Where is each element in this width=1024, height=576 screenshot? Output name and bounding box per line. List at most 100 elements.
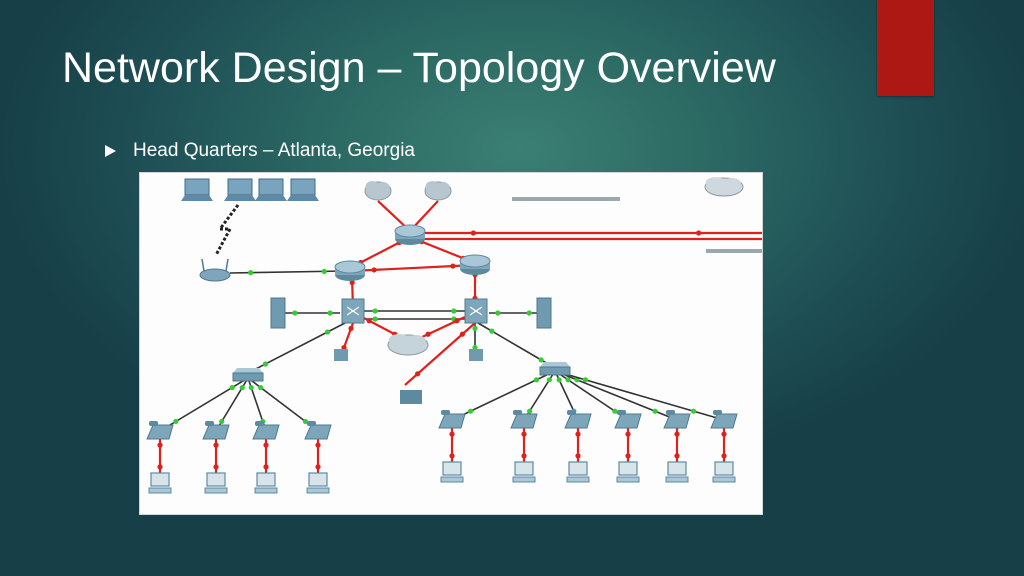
link-status-dot (321, 268, 327, 274)
slide-title: Network Design – Topology Overview (62, 44, 776, 92)
link-status-dot (341, 345, 347, 351)
link-status-dot (213, 442, 219, 448)
link-status-dot (263, 464, 269, 470)
ip-phone-icon (146, 421, 174, 440)
link-status-dot (582, 377, 589, 383)
link-status-dot (674, 431, 680, 437)
link-status-dot (454, 318, 460, 324)
link-status-dot (425, 331, 431, 337)
link-status-dot (652, 408, 658, 414)
link-status-dot (472, 345, 478, 351)
desktop-pc-icon (616, 461, 640, 483)
ip-phone-icon (710, 410, 738, 429)
desktop-pc-icon (712, 461, 736, 483)
link-status-dot (372, 308, 378, 314)
router-icon (334, 260, 366, 281)
link-status-dot (219, 418, 225, 425)
link-status-dot (157, 464, 163, 470)
link-status-dot (521, 431, 527, 437)
server-icon (270, 297, 286, 329)
multilayer-switch-icon (464, 298, 488, 324)
link-status-dot (625, 431, 631, 437)
link-status-dot (674, 453, 680, 459)
wireless-link (214, 204, 240, 256)
triangle-bullet-icon (105, 145, 116, 157)
link-status-dot (348, 325, 354, 331)
caption-smudge (706, 249, 762, 253)
ip-phone-icon (614, 410, 642, 429)
bullet-item: Head Quarters – Atlanta, Georgia (105, 139, 415, 163)
link-status-dot (721, 431, 727, 437)
link-status-dot (521, 453, 527, 459)
link-status-dot (470, 230, 476, 236)
link-status-dot (526, 310, 532, 316)
bullet-text: Head Quarters – Atlanta, Georgia (133, 140, 415, 161)
link-status-dot (292, 310, 298, 316)
link-status-dot (565, 377, 571, 383)
link-status-dot (213, 464, 219, 470)
ip-phone-icon (564, 410, 592, 429)
link-status-dot (489, 328, 495, 334)
link-status-dot (449, 453, 455, 459)
link-status-dot (450, 263, 456, 269)
switch-icon (539, 362, 571, 376)
laptop-icon (224, 178, 256, 201)
network-topology-diagram (140, 173, 762, 514)
link-status-dot (302, 418, 308, 425)
link-status-dot (349, 279, 355, 286)
desktop-pc-icon (254, 472, 278, 494)
link-status-dot (538, 357, 544, 363)
black-link (159, 377, 249, 432)
ip-phone-icon (304, 421, 332, 440)
link-status-dot (262, 361, 269, 367)
link-status-dot (173, 418, 179, 425)
link-status-dot (324, 329, 331, 335)
router-icon (394, 224, 426, 245)
laptop-icon (181, 178, 213, 201)
link-status-dot (612, 408, 618, 414)
cloud-icon (424, 181, 452, 201)
ip-phone-icon (663, 410, 691, 429)
link-status-dot (248, 270, 254, 276)
link-status-dot (546, 377, 553, 383)
link-status-dot (372, 316, 378, 322)
link-status-dot (315, 442, 321, 448)
desktop-pc-icon (512, 461, 536, 483)
wireless-router-icon (199, 258, 231, 282)
cloud-icon (387, 334, 429, 356)
link-status-dot (459, 331, 465, 337)
laptop-icon (287, 178, 319, 201)
black-link (477, 322, 556, 369)
link-status-dot (721, 453, 727, 459)
link-status-dot (467, 408, 474, 414)
link-status-dot (229, 384, 235, 391)
desktop-pc-icon (204, 472, 228, 494)
accent-bar (877, 0, 934, 96)
link-status-dot (526, 408, 533, 414)
switch-icon (232, 368, 264, 382)
multilayer-switch-icon (341, 298, 365, 324)
router-icon (459, 254, 491, 275)
pc-tower (469, 349, 483, 361)
link-status-dot (263, 442, 269, 448)
ip-phone-icon (252, 421, 280, 440)
link-status-dot (315, 464, 321, 470)
caption-smudge (512, 197, 620, 201)
link-status-dot (625, 453, 631, 459)
laptop-icon (255, 178, 287, 201)
link-status-dot (451, 308, 457, 314)
link-status-dot (533, 377, 540, 383)
link-status-dot (472, 325, 478, 331)
link-status-dot (415, 371, 421, 377)
link-status-dot (575, 431, 581, 437)
link-status-dot (327, 310, 333, 316)
link-status-dot (696, 230, 702, 236)
red-link (351, 263, 476, 273)
desktop-pc-icon (566, 461, 590, 483)
desktop-pc-icon (440, 461, 464, 483)
black-link (247, 322, 346, 374)
pc-tower (334, 349, 348, 361)
link-status-dot (371, 267, 377, 273)
cloud-icon (704, 177, 744, 197)
black-link (229, 270, 346, 274)
